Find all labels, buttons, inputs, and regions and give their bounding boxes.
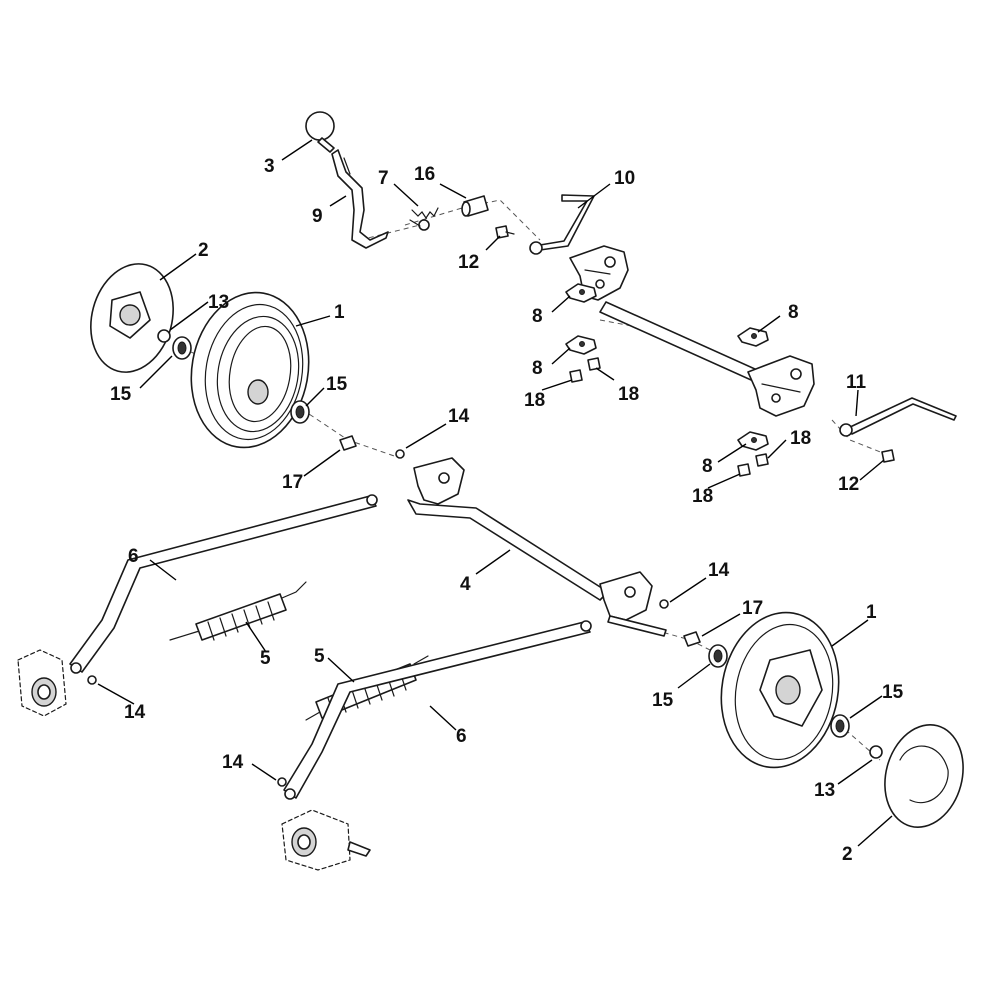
- callout-10: 10: [614, 168, 635, 189]
- callout-18-c: 18: [790, 428, 811, 449]
- wheel-part-1-upper-left: [190, 291, 310, 449]
- callout-9: 9: [312, 206, 323, 227]
- link-part-6-lower: [283, 620, 592, 800]
- callout-18-a: 18: [524, 390, 545, 411]
- spacer-part-17-lower: [683, 631, 701, 647]
- callout-5-upper: 5: [260, 648, 271, 669]
- rod-part-11: [839, 397, 957, 437]
- callout-3: 3: [264, 156, 275, 177]
- callout-6-lower: 6: [456, 726, 467, 747]
- callout-2-right: 2: [842, 844, 853, 865]
- callout-labels: 3 7 16 10 9 12 2 13 1 8 8 8 15 15 18 18 …: [110, 156, 904, 865]
- clip-part-14-upper: [395, 449, 405, 459]
- callout-7: 7: [378, 168, 389, 189]
- callout-14-upper: 14: [448, 406, 470, 427]
- callout-16: 16: [414, 164, 435, 185]
- callout-8-c: 8: [788, 302, 799, 323]
- callout-1-upper: 1: [334, 302, 345, 323]
- callout-18-d: 18: [692, 486, 713, 507]
- bolt-part-12-upper: [495, 225, 515, 239]
- leader-lines: [97, 139, 893, 847]
- callout-12-lower: 12: [838, 474, 859, 495]
- callout-13-lower: 13: [814, 780, 835, 801]
- bearing-part-15-upper-left: [172, 336, 192, 360]
- callout-17-upper: 17: [282, 472, 303, 493]
- callout-2-left: 2: [198, 240, 209, 261]
- callout-15-mid-right: 15: [652, 690, 674, 711]
- spring-part-5-upper: [169, 581, 307, 641]
- screw-part-18-d: [737, 463, 751, 477]
- clip-part-8-b: [565, 335, 597, 355]
- rear-axle-rod: [599, 301, 767, 385]
- callout-1-lower: 1: [866, 602, 877, 623]
- hub-fragment-left: [17, 649, 67, 717]
- bush-part-16: [461, 195, 489, 217]
- callout-12-upper: 12: [458, 252, 479, 273]
- callout-15-upper-right: 15: [326, 374, 348, 395]
- callout-17-lower: 17: [742, 598, 763, 619]
- callout-8-b: 8: [532, 358, 543, 379]
- bolt-part-12-lower: [881, 449, 895, 463]
- callout-13-upper: 13: [208, 292, 229, 313]
- callout-6-upper: 6: [128, 546, 139, 567]
- wheel-part-1-lower-right: [720, 611, 840, 769]
- hub-fragment-bottom: [281, 809, 371, 871]
- bearing-part-15-mid-right: [708, 644, 728, 668]
- clip-part-8-a: [565, 283, 597, 303]
- bearing-part-15-upper-right: [290, 400, 310, 424]
- callout-14-bottom: 14: [222, 752, 244, 773]
- callout-8-d: 8: [702, 456, 713, 477]
- clip-part-14-bottom: [277, 777, 287, 787]
- hubcap-part-2-right: [884, 724, 964, 828]
- clip-part-14-lower-left: [87, 675, 97, 685]
- callout-4: 4: [460, 574, 471, 595]
- spring-part-7: [409, 207, 439, 231]
- screw-part-18-c: [755, 453, 769, 467]
- axle-assembly-part-4: [407, 457, 667, 637]
- nut-part-13-upper: [157, 329, 171, 343]
- callout-11: 11: [846, 372, 867, 393]
- nut-part-13-lower: [869, 745, 883, 759]
- callout-5-lower: 5: [314, 646, 325, 667]
- clip-part-14-right: [659, 599, 669, 609]
- callout-15-lower-right: 15: [882, 682, 904, 703]
- callout-15-upper-left: 15: [110, 384, 132, 405]
- screw-part-18-a: [569, 369, 583, 383]
- hubcap-part-2-left: [90, 263, 174, 373]
- lever-part-9: [331, 149, 389, 249]
- callout-8-a: 8: [532, 306, 543, 327]
- screw-part-18-b: [587, 357, 601, 371]
- bearing-part-15-lower-right: [830, 714, 850, 738]
- spacer-part-17-upper: [339, 435, 357, 451]
- callout-18-b: 18: [618, 384, 639, 405]
- clip-part-8-d: [737, 431, 769, 451]
- knob-part-3: [305, 111, 335, 153]
- clip-part-8-c: [737, 327, 769, 347]
- callout-14-right: 14: [708, 560, 730, 581]
- link-part-6-upper: [69, 494, 378, 674]
- bracket-right: [747, 355, 815, 417]
- callout-14-lower-left: 14: [124, 702, 146, 723]
